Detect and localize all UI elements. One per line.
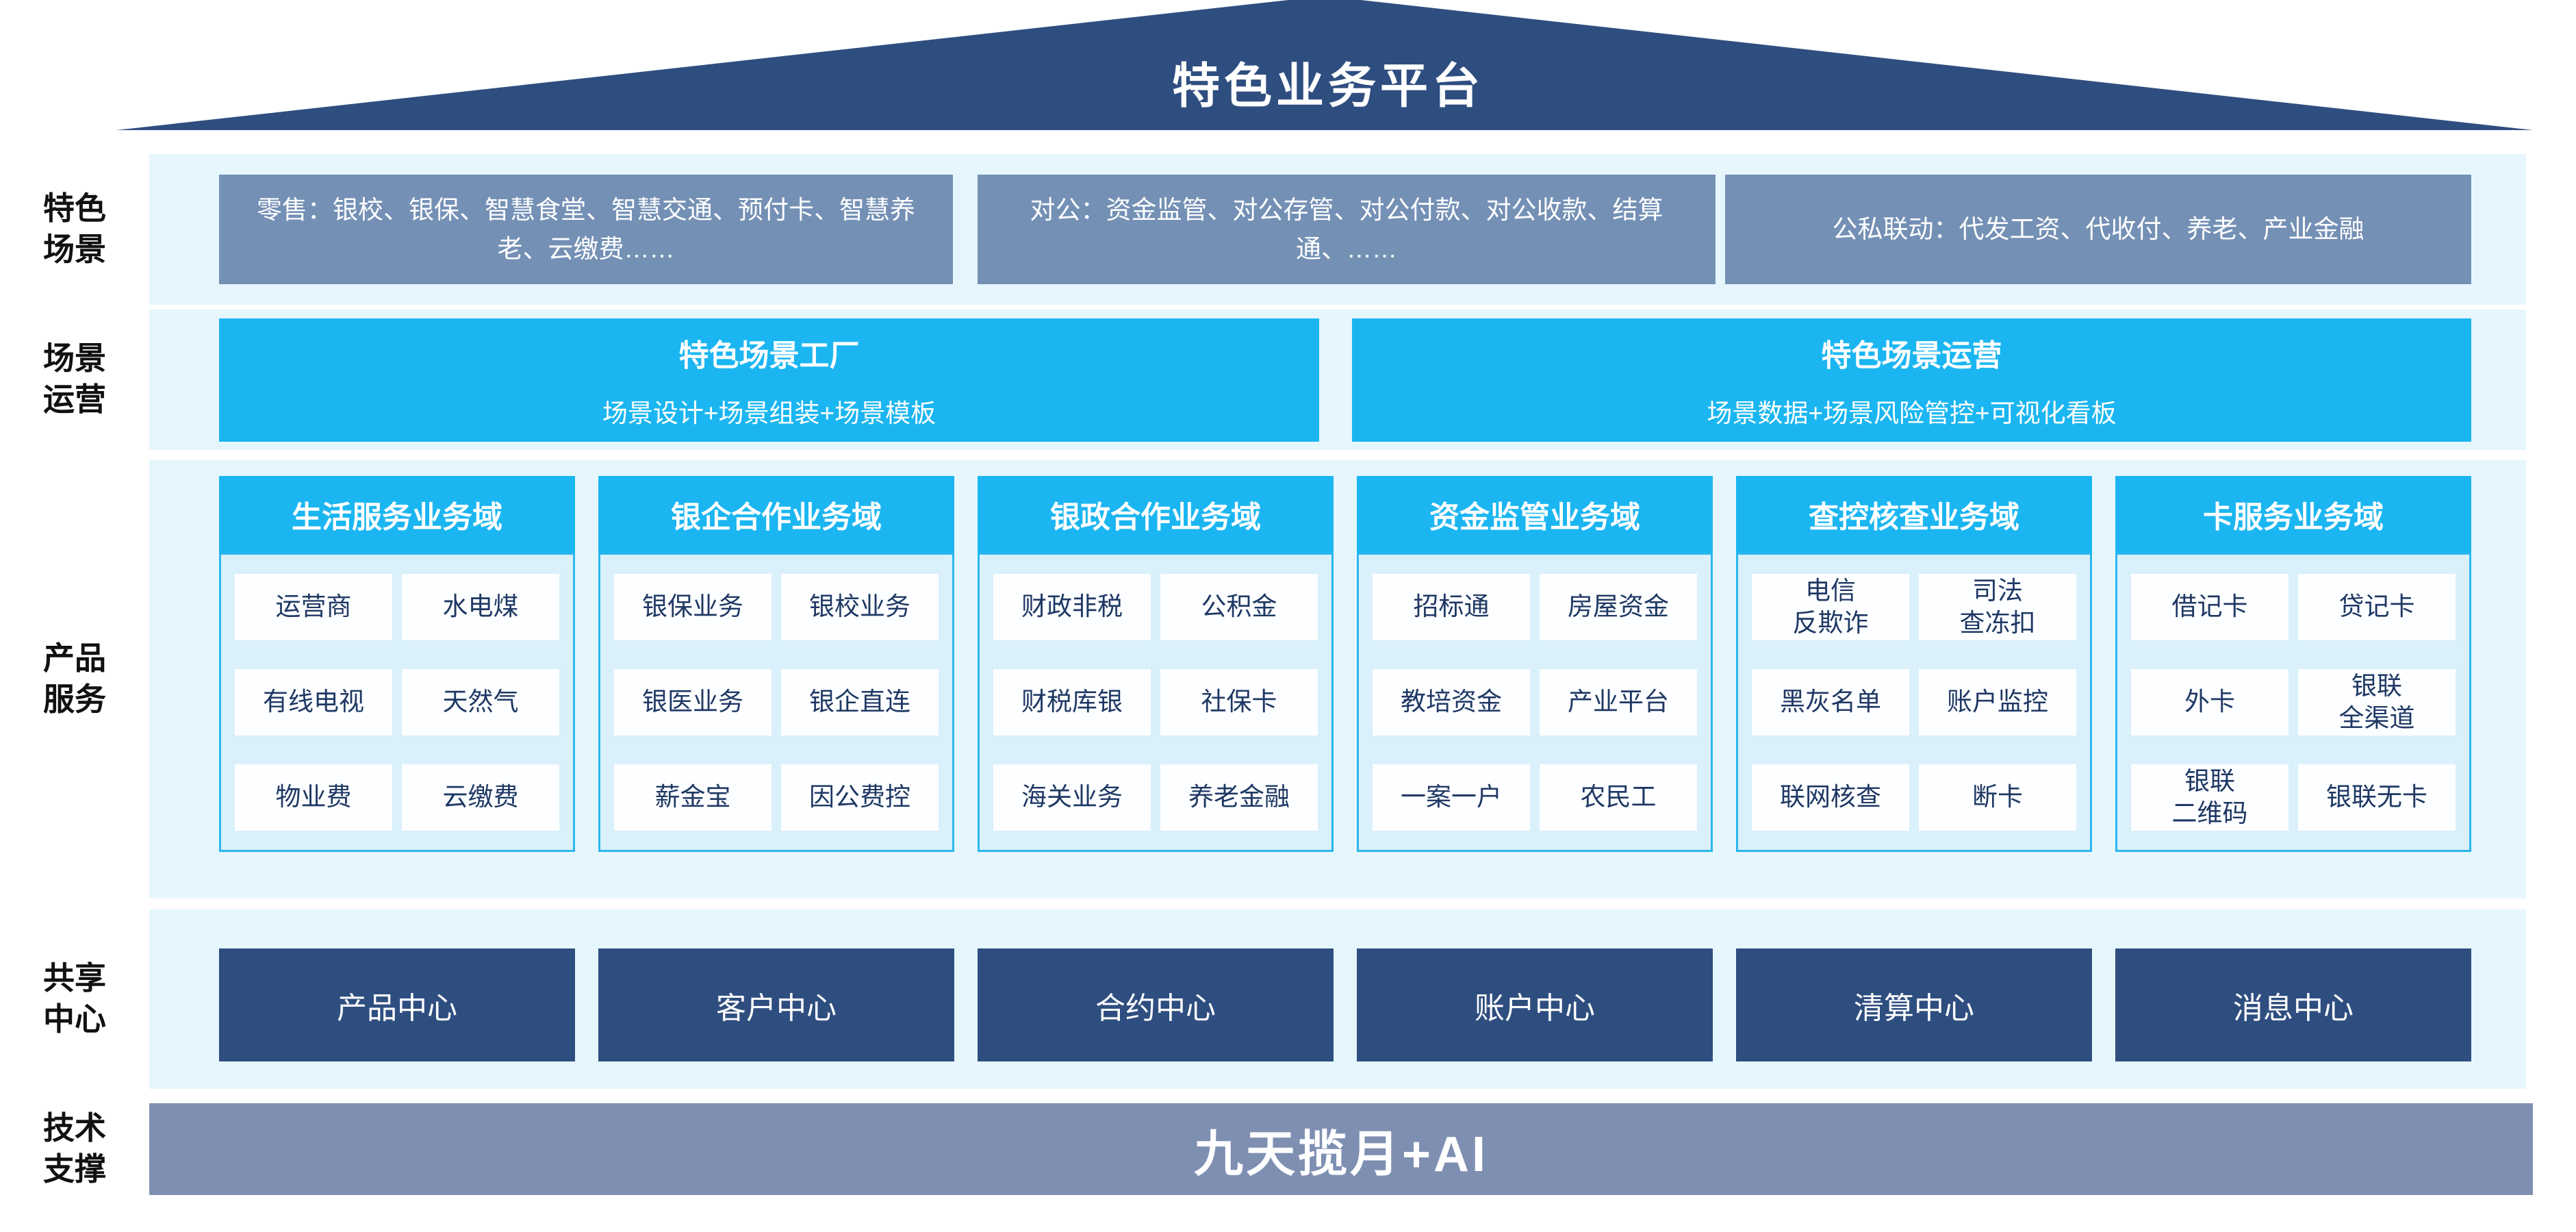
product-cell: 养老金融 — [1160, 764, 1318, 831]
product-cell: 因公费控 — [781, 764, 939, 831]
domain-panel-fund-supervision: 招标通 房屋资金 教培资金 产业平台 一案一户 农民工 — [1357, 553, 1713, 852]
center-box-customer: 客户中心 — [598, 948, 954, 1061]
product-cell: 银联 二维码 — [2131, 764, 2288, 831]
side-label-products: 产品 服务 — [43, 640, 106, 717]
product-cell: 云缴费 — [402, 764, 559, 831]
domain-header-life-services: 生活服务业务域 — [219, 476, 575, 553]
product-cell: 断卡 — [1919, 764, 2076, 831]
product-cell: 薪金宝 — [614, 764, 771, 831]
product-cell: 电信 反欺诈 — [1752, 574, 1909, 640]
center-box-clearing: 清算中心 — [1736, 948, 2092, 1061]
center-box-account: 账户中心 — [1357, 948, 1713, 1061]
domain-header-inquiry-control: 查控核查业务域 — [1736, 476, 2092, 553]
domain-panel-life-services: 运营商 水电煤 有线电视 天然气 物业费 云缴费 — [219, 553, 575, 852]
product-cell: 银校业务 — [781, 574, 939, 640]
page-title: 特色业务平台 — [1172, 59, 1484, 113]
product-cell: 司法 查冻扣 — [1919, 574, 2076, 640]
op-box-scene-operation: 特色场景运营 场景数据+场景风险管控+可视化看板 — [1352, 318, 2471, 442]
product-cell: 公积金 — [1160, 574, 1318, 640]
center-box-message: 消息中心 — [2115, 948, 2471, 1061]
product-cell: 银联无卡 — [2298, 764, 2456, 831]
product-cell: 天然气 — [402, 669, 559, 736]
product-cell: 银企直连 — [781, 669, 939, 736]
side-label-scenes: 特色 场景 — [43, 190, 106, 267]
product-cell: 银联 全渠道 — [2298, 669, 2456, 736]
product-cell: 教培资金 — [1373, 669, 1530, 736]
product-cell: 银医业务 — [614, 669, 771, 736]
product-cell: 有线电视 — [235, 669, 392, 736]
op-box-subtitle: 场景设计+场景组装+场景模板 — [602, 399, 936, 427]
op-box-scene-factory: 特色场景工厂 场景设计+场景组装+场景模板 — [219, 318, 1319, 442]
product-cell: 物业费 — [235, 764, 392, 831]
domain-panel-inquiry-control: 电信 反欺诈 司法 查冻扣 黑灰名单 账户监控 联网核查 断卡 — [1736, 553, 2092, 852]
scene-box-public-private: 公私联动：代发工资、代收付、养老、产业金融 — [1725, 175, 2471, 284]
op-box-title: 特色场景工厂 — [678, 339, 860, 373]
product-cell: 运营商 — [235, 574, 392, 640]
domain-panel-card-services: 借记卡 贷记卡 外卡 银联 全渠道 银联 二维码 银联无卡 — [2115, 553, 2471, 852]
product-cell: 产业平台 — [1540, 669, 1697, 736]
scene-box-corporate: 对公：资金监管、对公存管、对公付款、对公收款、结算通、…… — [978, 175, 1716, 284]
product-cell: 财税库银 — [993, 669, 1151, 736]
product-cell: 银保业务 — [614, 574, 771, 640]
side-label-centers: 共享 中心 — [43, 960, 106, 1037]
domain-panel-bank-government: 财政非税 公积金 财税库银 社保卡 海关业务 养老金融 — [978, 553, 1334, 852]
op-box-title: 特色场景运营 — [1821, 339, 2002, 373]
scene-box-retail: 零售：银校、银保、智慧食堂、智慧交通、预付卡、智慧养老、云缴费…… — [219, 175, 953, 284]
product-cell: 外卡 — [2131, 669, 2288, 736]
product-cell: 黑灰名单 — [1752, 669, 1909, 736]
product-cell: 社保卡 — [1160, 669, 1318, 736]
side-label-tech: 技术 支撑 — [43, 1110, 106, 1187]
product-cell: 招标通 — [1373, 574, 1530, 640]
product-cell: 财政非税 — [993, 574, 1151, 640]
center-box-contract: 合约中心 — [978, 948, 1334, 1061]
product-cell: 借记卡 — [2131, 574, 2288, 640]
product-cell: 一案一户 — [1373, 764, 1530, 831]
domain-header-bank-government: 银政合作业务域 — [978, 476, 1334, 553]
product-cell: 账户监控 — [1919, 669, 2076, 736]
product-cell: 房屋资金 — [1540, 574, 1697, 640]
domain-header-card-services: 卡服务业务域 — [2115, 476, 2471, 553]
product-cell: 联网核查 — [1752, 764, 1909, 831]
domain-header-fund-supervision: 资金监管业务域 — [1357, 476, 1713, 553]
domain-panel-bank-enterprise: 银保业务 银校业务 银医业务 银企直连 薪金宝 因公费控 — [598, 553, 954, 852]
side-label-operations: 场景 运营 — [43, 340, 106, 417]
center-box-product: 产品中心 — [219, 948, 575, 1061]
product-cell: 贷记卡 — [2298, 574, 2456, 640]
op-box-subtitle: 场景数据+场景风险管控+可视化看板 — [1707, 399, 2117, 427]
tech-support-bar: 九天揽月+AI — [149, 1103, 2533, 1195]
product-cell: 海关业务 — [993, 764, 1151, 831]
product-cell: 水电煤 — [402, 574, 559, 640]
product-cell: 农民工 — [1540, 764, 1697, 831]
domain-header-bank-enterprise: 银企合作业务域 — [598, 476, 954, 553]
